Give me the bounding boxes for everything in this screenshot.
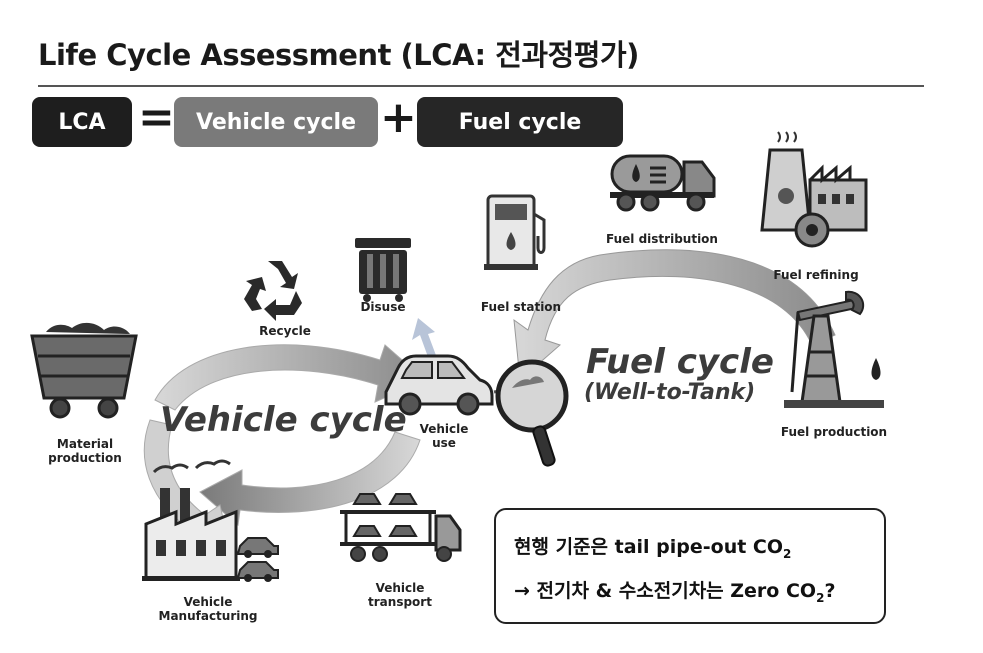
- fuel-cycle-label: Fuel cycle: [586, 342, 774, 382]
- tanker-truck-icon: [610, 154, 716, 212]
- trash-bin-icon: [355, 238, 411, 302]
- label-fuel-distribution: Fuel distribution: [606, 232, 718, 246]
- fuel-cycle-arrow: [513, 249, 836, 382]
- note-line-1-text: 현행 기준은 tail pipe-out CO: [514, 536, 784, 558]
- vehicle-cycle-label: Vehicle cycle: [160, 400, 407, 440]
- fuel-cycle-subtitle: (Well-to-Tank): [584, 380, 756, 405]
- label-vehicle-use-line1: Vehicle: [419, 422, 469, 436]
- label-vehicle-transport-line2: transport: [368, 595, 432, 609]
- note-line-2-subscript: 2: [816, 590, 825, 605]
- label-fuel-station: Fuel station: [480, 300, 562, 314]
- mine-cart-icon: [30, 322, 138, 419]
- label-vehicle-transport-line1: Vehicle: [375, 581, 425, 595]
- equals-sign: =: [138, 92, 175, 143]
- note-line-2-text: → 전기차 & 수소전기차는 Zero CO: [514, 580, 817, 602]
- note-line-1-subscript: 2: [783, 546, 792, 561]
- refinery-icon: [760, 131, 868, 248]
- page-title: Life Cycle Assessment (LCA: 전과정평가): [38, 38, 639, 72]
- factory-icon: [142, 459, 240, 581]
- note-line-2-suffix: ?: [824, 580, 836, 602]
- note-line-2: → 전기차 & 수소전기차는 Zero CO2?: [514, 576, 835, 605]
- car-carrier-truck-icon: [340, 493, 462, 562]
- label-vehicle-use: Vehicle use: [414, 422, 474, 450]
- label-fuel-refining: Fuel refining: [773, 268, 859, 282]
- lca-box: LCA: [32, 97, 132, 147]
- title-divider: [38, 85, 924, 87]
- label-material-production-line2: production: [48, 451, 122, 465]
- fuel-cycle-box: Fuel cycle: [417, 97, 623, 147]
- label-vehicle-manufacturing-line2: Manufacturing: [158, 609, 258, 623]
- note-line-1: 현행 기준은 tail pipe-out CO2: [514, 532, 791, 561]
- label-disuse: Disuse: [360, 300, 406, 314]
- fuel-pump-icon: [484, 194, 546, 270]
- label-material-production-line1: Material: [56, 437, 114, 451]
- label-vehicle-transport: Vehicle transport: [355, 581, 445, 609]
- label-recycle: Recycle: [259, 324, 311, 338]
- note-box: 현행 기준은 tail pipe-out CO2 → 전기차 & 수소전기차는 …: [494, 508, 886, 624]
- label-vehicle-use-line2: use: [432, 436, 456, 450]
- label-vehicle-manufacturing-line1: Vehicle: [183, 595, 233, 609]
- oil-pump-jack-icon: [784, 290, 884, 408]
- vehicle-cycle-box: Vehicle cycle: [174, 97, 378, 147]
- small-cars-icon: [236, 537, 279, 582]
- plus-sign: +: [380, 92, 417, 143]
- label-material-production: Material production: [40, 437, 130, 465]
- magnifier-icon: [495, 359, 569, 467]
- label-vehicle-manufacturing: Vehicle Manufacturing: [148, 595, 268, 623]
- recycle-icon: [244, 261, 302, 321]
- label-fuel-production: Fuel production: [780, 425, 888, 439]
- car-icon: [384, 354, 506, 416]
